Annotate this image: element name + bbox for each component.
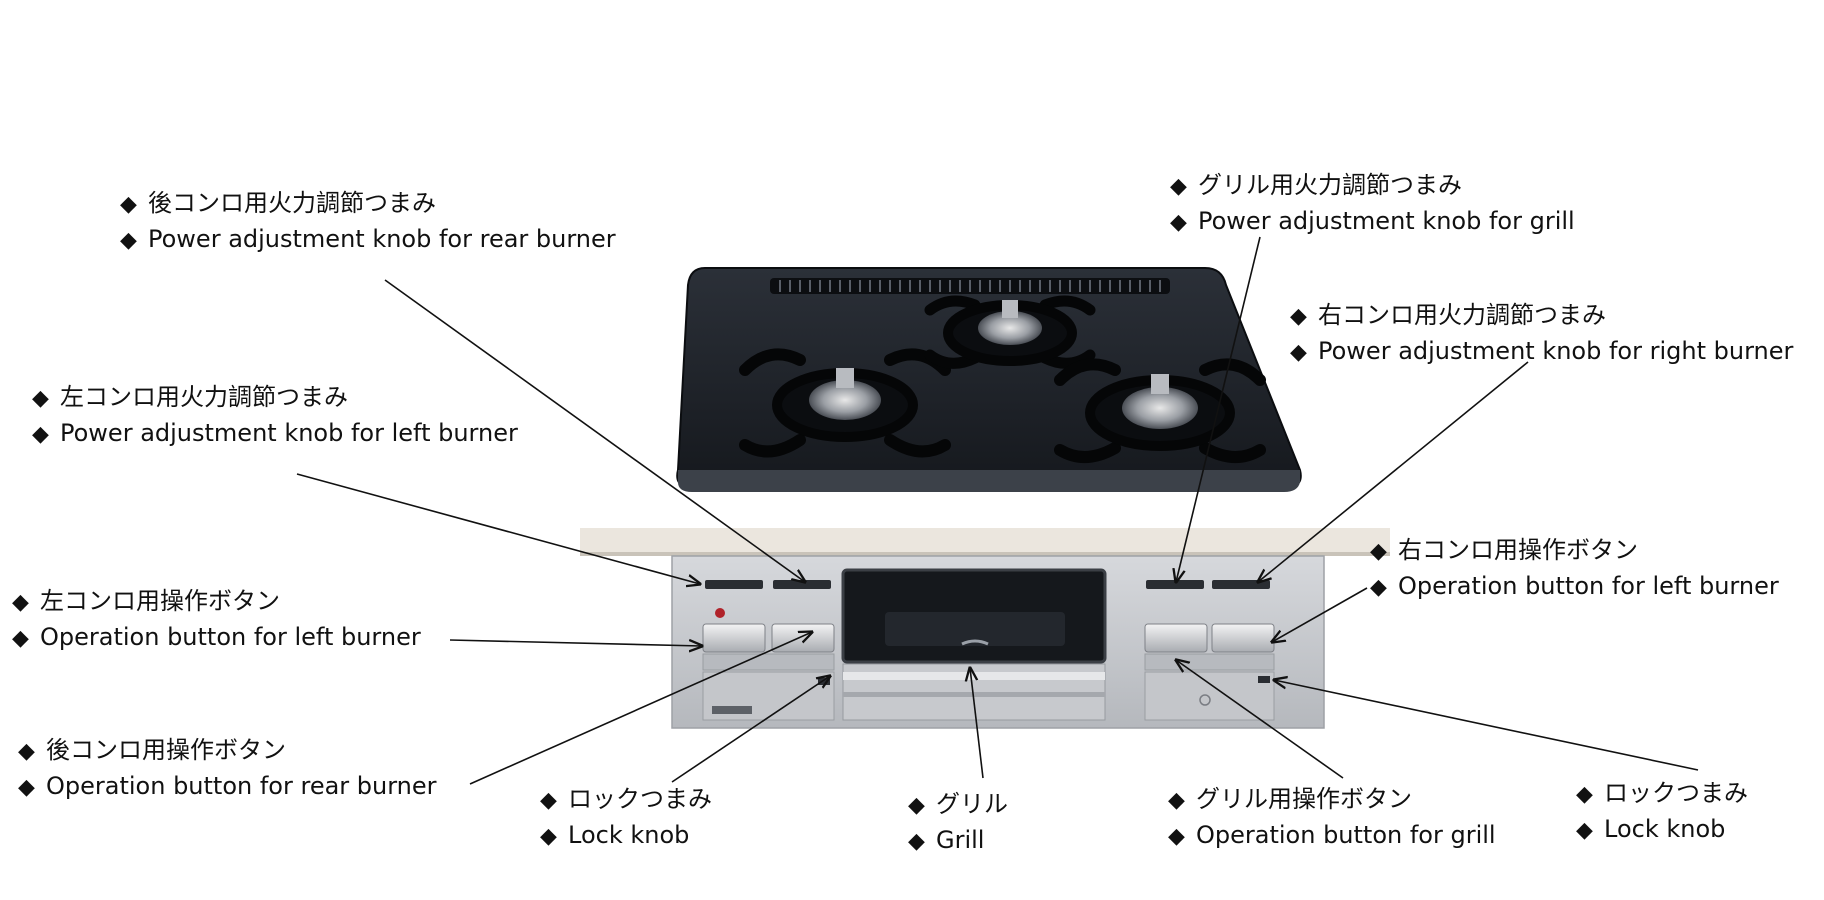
label-lock-knob-right: ◆ ロックつまみ ◆ Lock knob [1576, 776, 1748, 848]
bullet: ◆ [1290, 304, 1307, 329]
label-en: Operation button for grill [1196, 821, 1496, 849]
label-grill-knob: ◆ グリル用火力調節つまみ ◆ Power adjustment knob for … [1170, 168, 1575, 240]
left-burner-button[interactable] [702, 623, 766, 653]
vent-grille [770, 278, 1170, 294]
bullet: ◆ [1576, 818, 1593, 843]
label-ja: グリル [936, 790, 1008, 818]
label-lock-knob-left: ◆ ロックつまみ ◆ Lock knob [540, 782, 712, 854]
label-ja: グリル用操作ボタン [1196, 785, 1412, 813]
label-en: Lock knob [568, 821, 690, 849]
label-en: Operation button for left burner [40, 623, 421, 651]
label-right-burner-button: ◆ 右コンロ用操作ボタン ◆ Operation button for left b… [1370, 533, 1779, 605]
grill-button[interactable] [1144, 623, 1208, 653]
label-left-burner-knob: ◆ 左コンロ用火力調節つまみ ◆ Power adjustment knob for… [32, 380, 518, 452]
right-burner [1054, 358, 1266, 463]
bullet: ◆ [540, 824, 557, 849]
bullet: ◆ [32, 386, 49, 411]
bullet: ◆ [540, 788, 557, 813]
label-rear-burner-knob: ◆ 後コンロ用火力調節つまみ ◆ Power adjustment knob for… [120, 186, 616, 258]
label-ja: ロックつまみ [1604, 779, 1748, 807]
bullet: ◆ [12, 626, 29, 651]
bullet: ◆ [18, 739, 35, 764]
label-ja: グリル用火力調節つまみ [1198, 171, 1462, 199]
label-en: Power adjustment knob for grill [1198, 207, 1575, 235]
left-burner-knob[interactable] [705, 580, 763, 589]
left-lock-knob[interactable] [818, 678, 830, 685]
bullet: ◆ [1370, 539, 1387, 564]
label-en: Power adjustment knob for left burner [60, 419, 518, 447]
label-ja: 後コンロ用操作ボタン [46, 736, 286, 764]
label-grill: ◆ グリル ◆ Grill [908, 787, 1008, 859]
bullet: ◆ [1168, 788, 1185, 813]
leader-arrows [296, 236, 1699, 785]
label-ja: ロックつまみ [568, 785, 712, 813]
label-rear-burner-button: ◆ 後コンロ用操作ボタン ◆ Operation button for rear b… [18, 733, 437, 805]
label-en: Power adjustment knob for rear burner [148, 225, 616, 253]
label-en: Lock knob [1604, 815, 1726, 843]
bullet: ◆ [120, 192, 137, 217]
bullet: ◆ [1370, 575, 1387, 600]
label-en: Grill [936, 826, 985, 854]
label-ja: 右コンロ用火力調節つまみ [1318, 301, 1606, 329]
label-en: Operation button for left burner [1398, 572, 1779, 600]
rear-burner-knob[interactable] [773, 580, 831, 589]
grill-knob[interactable] [1146, 580, 1204, 589]
right-burner-knob[interactable] [1212, 580, 1270, 589]
bullet: ◆ [1290, 340, 1307, 365]
right-lock-knob[interactable] [1258, 676, 1270, 683]
bullet: ◆ [18, 775, 35, 800]
right-burner-button[interactable] [1211, 623, 1275, 653]
bullet: ◆ [12, 590, 29, 615]
bullet: ◆ [908, 793, 925, 818]
label-ja: 左コンロ用操作ボタン [40, 587, 280, 615]
bullet: ◆ [120, 228, 137, 253]
label-right-burner-knob: ◆ 右コンロ用火力調節つまみ ◆ Power adjustment knob for… [1290, 298, 1793, 370]
label-en: Operation button for rear burner [46, 772, 437, 800]
bullet: ◆ [1170, 210, 1187, 235]
label-ja: 後コンロ用火力調節つまみ [148, 189, 436, 217]
left-burner [739, 348, 951, 458]
bullet: ◆ [1168, 824, 1185, 849]
control-panel [671, 555, 1325, 729]
bullet: ◆ [32, 422, 49, 447]
rear-burner-button[interactable] [771, 623, 835, 653]
label-ja: 左コンロ用火力調節つまみ [60, 383, 348, 411]
cooktop [676, 267, 1302, 492]
bullet: ◆ [1576, 782, 1593, 807]
label-grill-button: ◆ グリル用操作ボタン ◆ Operation button for grill [1168, 782, 1496, 854]
label-left-burner-button: ◆ 左コンロ用操作ボタン ◆ Operation button for left b… [12, 584, 421, 656]
countertop [580, 528, 1390, 554]
rear-burner [924, 295, 1096, 369]
bullet: ◆ [1170, 174, 1187, 199]
power-indicator [715, 608, 725, 618]
label-ja: 右コンロ用操作ボタン [1398, 536, 1638, 564]
label-en: Power adjustment knob for right burner [1318, 337, 1794, 365]
bullet: ◆ [908, 829, 925, 854]
